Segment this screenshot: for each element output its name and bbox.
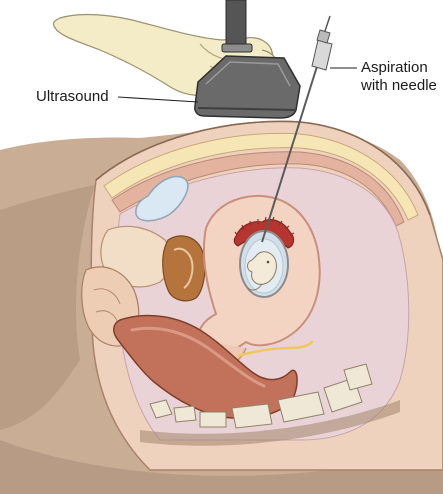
ultrasound-leader-line bbox=[117, 96, 199, 103]
lower-body-shadow bbox=[0, 440, 443, 494]
aspiration-label-line2: with needle bbox=[361, 77, 437, 94]
ultrasound-probe-icon bbox=[194, 0, 301, 119]
aspiration-label-line1: Aspiration bbox=[361, 59, 428, 76]
umbilical-stalk bbox=[247, 283, 263, 291]
sacrum bbox=[149, 363, 373, 429]
ultrasound-label: Ultrasound bbox=[36, 88, 109, 105]
thigh-shadow bbox=[0, 185, 95, 430]
placenta-villi bbox=[234, 216, 295, 237]
fat-layer bbox=[103, 132, 419, 221]
vaginal-canal bbox=[173, 247, 194, 289]
spine-shadow bbox=[140, 400, 400, 446]
fallopian-tube bbox=[236, 340, 314, 358]
bladder bbox=[135, 175, 189, 222]
rectum-highlight bbox=[130, 326, 266, 388]
vagina bbox=[162, 235, 206, 302]
needle-icon bbox=[261, 15, 333, 243]
embryo-eye bbox=[266, 260, 270, 264]
embryo bbox=[247, 251, 277, 285]
aspiration-label: Aspiration with needle bbox=[361, 59, 437, 95]
muscle-layer bbox=[111, 151, 405, 227]
